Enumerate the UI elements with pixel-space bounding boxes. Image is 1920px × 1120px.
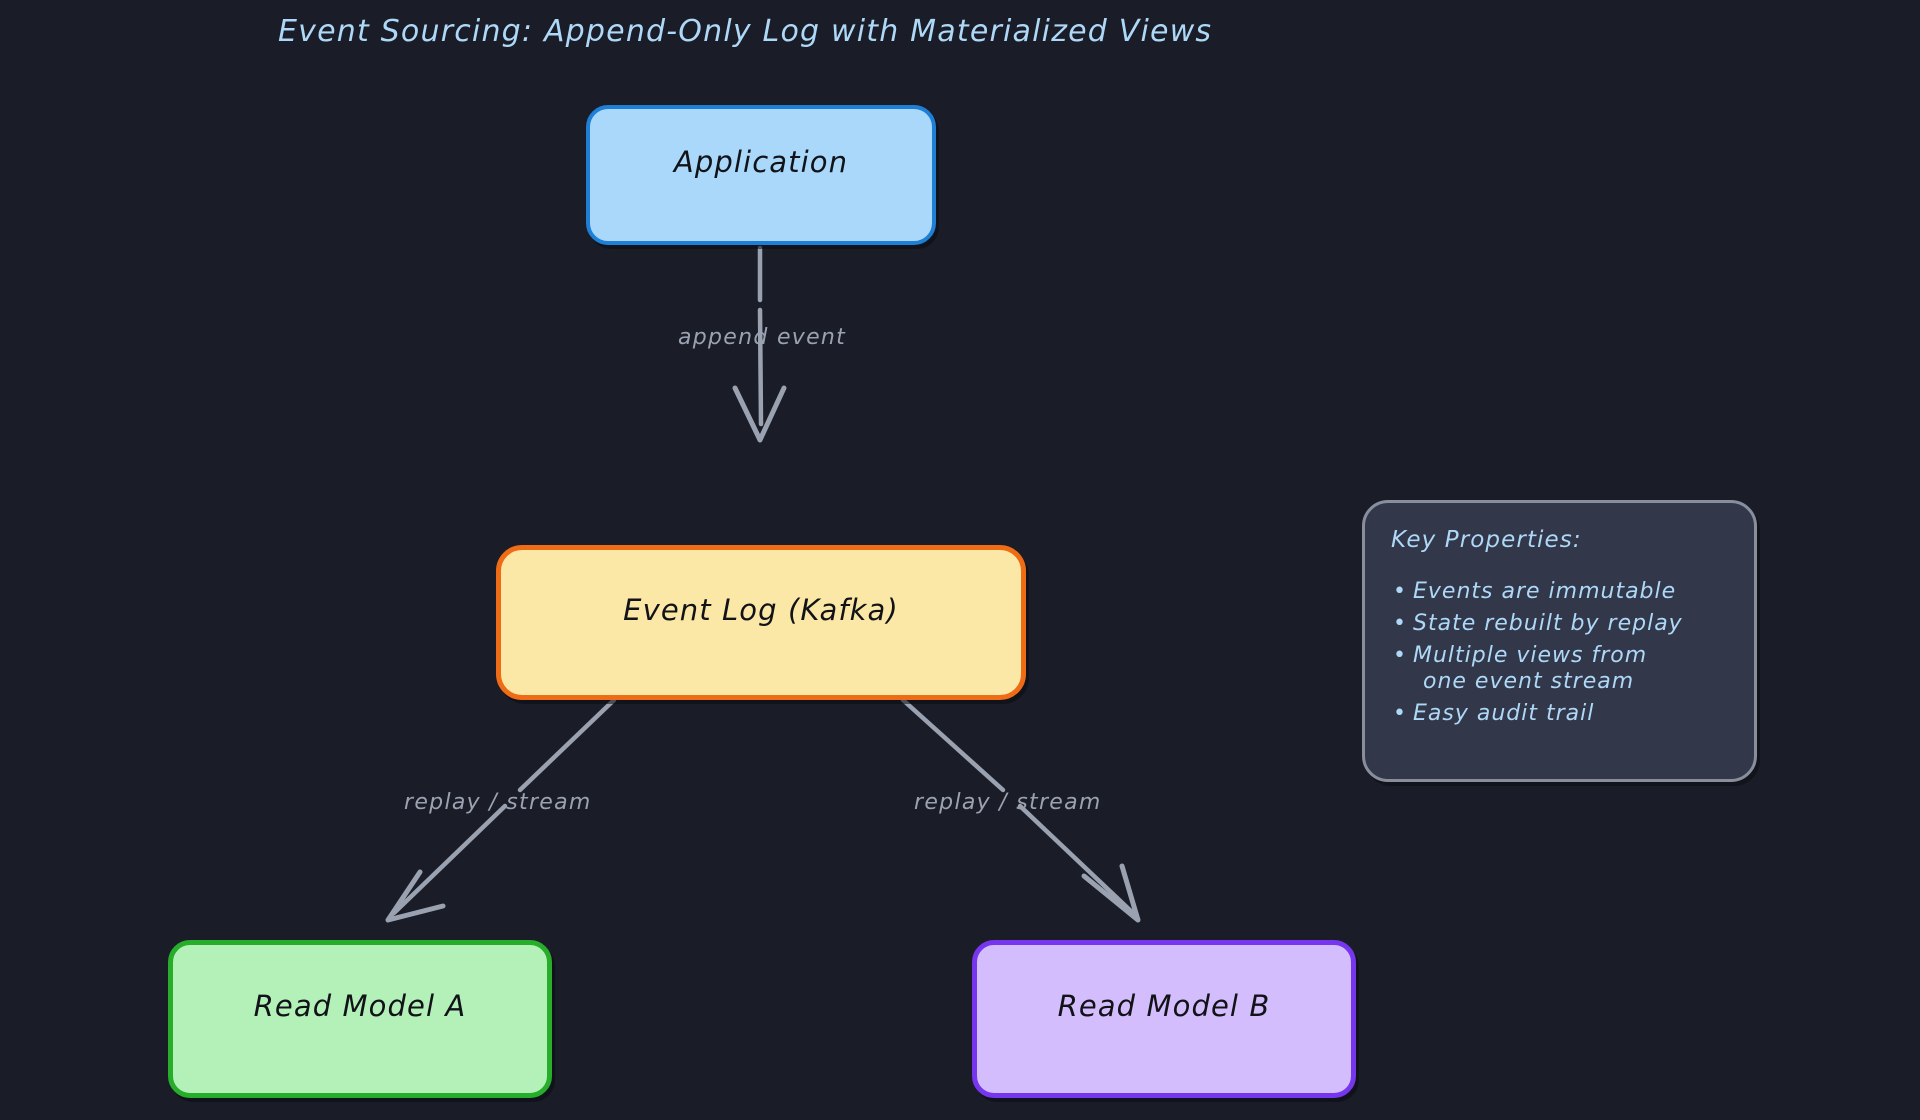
key-property-item: • Multiple views from xyxy=(1391,643,1728,669)
key-properties-panel: Key Properties: • Events are immutable •… xyxy=(1362,500,1757,782)
key-properties-title: Key Properties: xyxy=(1391,527,1582,553)
bullet-icon: • xyxy=(1393,579,1407,604)
key-property-item: • Easy audit trail xyxy=(1391,701,1728,727)
bullet-icon: • xyxy=(1393,700,1407,726)
key-property-text: Events are immutable xyxy=(1413,579,1677,604)
edge-label-append-event: append event xyxy=(678,325,847,350)
node-event-log[interactable]: Event Log (Kafka) xyxy=(496,545,1026,700)
node-read-model-a[interactable]: Read Model A xyxy=(168,940,552,1098)
key-properties-list: • Events are immutable • State rebuilt b… xyxy=(1391,579,1728,727)
bullet-icon: • xyxy=(1393,642,1407,668)
node-application-label: Application xyxy=(673,145,849,180)
key-property-item: • Events are immutable xyxy=(1391,579,1728,605)
key-property-text: Multiple views from xyxy=(1413,642,1648,668)
key-property-text: Easy audit trail xyxy=(1413,700,1595,726)
key-property-item-continuation: one event stream xyxy=(1391,669,1728,695)
page-title: Event Sourcing: Append-Only Log with Mat… xyxy=(278,14,1213,49)
node-read-model-b[interactable]: Read Model B xyxy=(972,940,1356,1098)
key-property-text: one event stream xyxy=(1423,668,1635,694)
key-property-item: • State rebuilt by replay xyxy=(1391,611,1728,637)
key-property-text: State rebuilt by replay xyxy=(1413,610,1683,636)
edge-label-replay-stream-right: replay / stream xyxy=(914,790,1102,815)
bullet-icon: • xyxy=(1393,610,1407,636)
node-application[interactable]: Application xyxy=(586,105,936,245)
node-read-model-a-label: Read Model A xyxy=(253,989,467,1024)
edge-label-replay-stream-left: replay / stream xyxy=(404,790,592,815)
node-event-log-label: Event Log (Kafka) xyxy=(623,592,899,627)
node-read-model-b-label: Read Model B xyxy=(1057,989,1271,1024)
